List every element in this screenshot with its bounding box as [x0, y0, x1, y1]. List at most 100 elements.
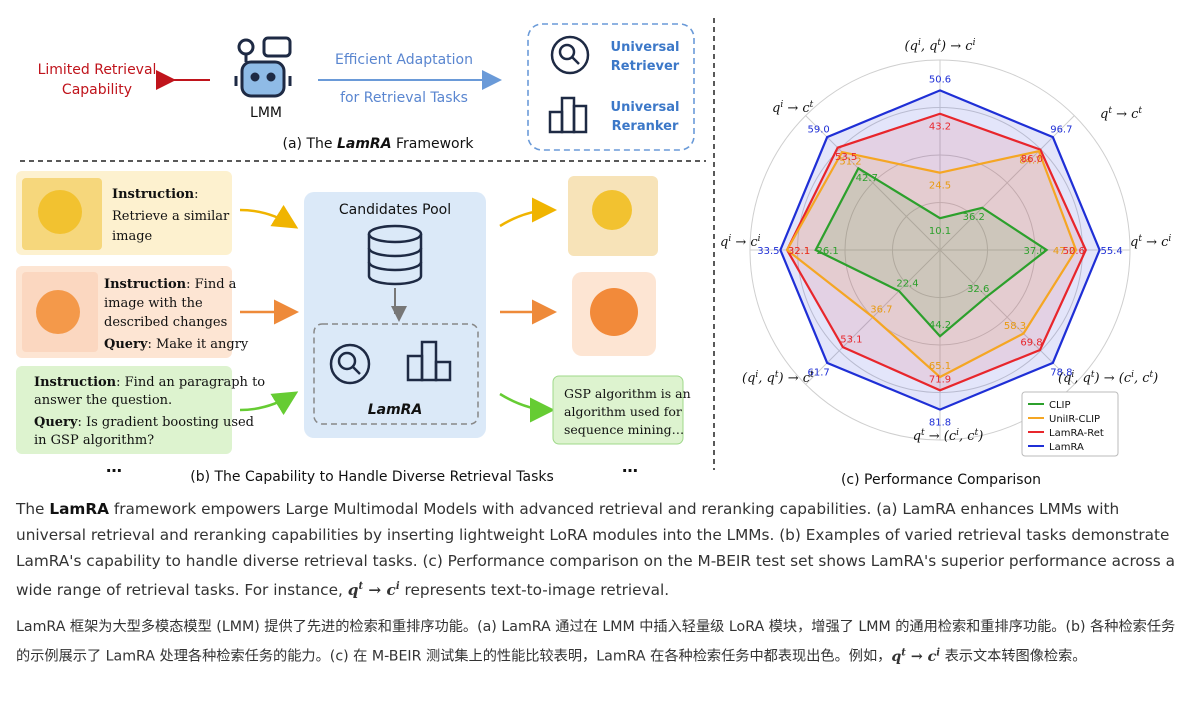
axis-label: (qi, qt) → ct — [742, 370, 814, 386]
ellipsis-left: … — [106, 457, 122, 476]
limited-line2: Capability — [62, 82, 132, 98]
caption-chinese: LamRA 框架为大型多模态模型 (LMM) 提供了先进的检索和重排序功能。(a… — [16, 619, 1176, 665]
data-label: 47.2 — [1053, 246, 1075, 257]
grid-spoke — [939, 249, 1075, 385]
retriever-icon-small — [329, 343, 371, 385]
axis-label: qt → ct — [1100, 106, 1142, 122]
data-label: 55.4 — [1100, 246, 1122, 257]
data-label: 10.1 — [929, 226, 951, 237]
panel-b: Instruction: Retrieve a similar image In… — [16, 171, 691, 485]
arrow-yellow-out — [499, 197, 557, 228]
database-icon — [367, 224, 423, 286]
example-2-label: Instruction: Find a — [104, 277, 237, 292]
data-label: 43.2 — [929, 122, 951, 133]
axis-label: (qi, qt) → ci — [905, 38, 976, 54]
legend-label: CLIP — [1049, 400, 1071, 411]
panel-a: Limited Retrieval Capability LMM Efficie… — [38, 23, 695, 152]
math-inline: qt → ci — [347, 581, 400, 600]
example-1-text1: Retrieve a similar — [112, 209, 230, 224]
result-3-box — [552, 375, 684, 445]
data-label: 86.0 — [1021, 154, 1043, 165]
panel-b-caption: (b) The Capability to Handle Diverse Ret… — [190, 469, 554, 485]
data-label: 78.8 — [1050, 367, 1072, 378]
reranker-icon — [548, 96, 588, 134]
data-label: 69.8 — [1020, 337, 1042, 348]
data-label: 96.7 — [1050, 125, 1072, 136]
data-label: 42.7 — [856, 173, 878, 184]
data-label: 22.4 — [896, 278, 918, 289]
data-label: 32.6 — [967, 284, 989, 295]
data-label: 26.1 — [817, 246, 839, 257]
example-1-text2: image — [112, 229, 153, 244]
figure: Limited Retrieval Capability LMM Efficie… — [16, 18, 1171, 488]
lamra-box — [313, 323, 479, 425]
axis-label: qt → ci — [1130, 234, 1171, 250]
data-label: 36.2 — [963, 212, 985, 223]
data-label: 44.2 — [929, 320, 951, 331]
example-3-label: Instruction: Find an paragraph to — [34, 375, 265, 390]
reranker-line2: Reranker — [612, 119, 679, 134]
ellipsis-right: … — [622, 457, 638, 476]
series-lamra-ret — [785, 112, 1087, 392]
caption-english: The LamRA framework empowers Large Multi… — [16, 500, 1175, 600]
data-label: 65.1 — [929, 361, 951, 372]
axis-label: (qi, qt) → (ci, ct) — [1058, 370, 1158, 386]
grid-spoke — [939, 115, 1075, 251]
axis-label: qt → (ci, ct) — [913, 428, 984, 444]
example-3-box — [16, 366, 232, 454]
example-2-text2: described changes — [104, 315, 227, 330]
result-3-line2: algorithm used for — [564, 404, 682, 419]
lamra-label: LamRA — [368, 402, 423, 418]
data-label: 71.9 — [929, 374, 951, 385]
result-3-line3: sequence mining… — [564, 422, 684, 437]
data-label: 59.0 — [808, 125, 830, 136]
math-inline-zh: qt → ci — [891, 647, 941, 665]
example-3-text1: answer the question. — [34, 393, 172, 408]
example-2-query: Query: Make it angry — [104, 337, 249, 352]
radar-chart: 10.1 36.2 37.0 32.6 44.2 22.4 26.1 42.7 24.5 84.7… — [720, 38, 1171, 457]
candidates-pool-label: Candidates Pool — [339, 202, 451, 218]
series-clip — [814, 166, 1049, 338]
adapt-line1: Efficient Adaptation — [335, 52, 473, 68]
retriever-icon — [550, 35, 590, 75]
data-label: 50.6 — [929, 74, 951, 85]
axis-label: qi → ci — [720, 234, 761, 250]
result-3-line1: GSP algorithm is an — [564, 386, 691, 401]
reranker-icon-small — [406, 340, 452, 382]
data-label: 24.5 — [929, 181, 951, 192]
arrow-green-out — [499, 392, 555, 423]
data-label: 32.1 — [788, 246, 810, 257]
charmander-icon — [36, 290, 80, 334]
data-label: 51.2 — [839, 157, 861, 168]
data-label: 58.3 — [1004, 321, 1026, 332]
example-2-text1: image with the — [104, 296, 203, 311]
data-label: 53.1 — [840, 335, 862, 346]
data-label: 36.7 — [870, 305, 892, 316]
panel-a-caption: (a) The LamRA Framework — [283, 136, 475, 152]
data-label: 81.8 — [929, 418, 951, 429]
retriever-line1: Universal — [611, 40, 680, 55]
example-3-query: Query: Is gradient boosting used — [34, 415, 254, 430]
data-label: 32.1 — [788, 246, 810, 257]
result-charmander-icon — [590, 288, 638, 336]
retriever-line2: Retriever — [611, 59, 680, 74]
lmm-label: LMM — [250, 105, 282, 121]
legend-label: UniIR-CLIP — [1049, 414, 1100, 425]
data-label: 53.5 — [835, 152, 857, 163]
example-3-query2: in GSP algorithm? — [34, 433, 154, 448]
arrow-yellow-in — [239, 204, 299, 229]
data-label: 33.5 — [757, 246, 779, 257]
example-1-label: Instruction: — [112, 187, 199, 202]
legend-label: LamRA — [1049, 442, 1084, 453]
panel-c-caption: (c) Performance Comparison — [841, 472, 1041, 488]
result-pikachu-icon — [592, 190, 632, 230]
grid-spoke — [805, 115, 941, 251]
data-label: 84.7 — [1019, 156, 1041, 167]
limited-line1: Limited Retrieval — [38, 62, 157, 78]
pikachu-icon — [38, 190, 82, 234]
axis-label: qi → ct — [772, 100, 814, 116]
legend-label: LamRA-Ret — [1049, 428, 1104, 439]
data-label: 37.0 — [1023, 246, 1045, 257]
adapt-line2: for Retrieval Tasks — [340, 90, 468, 106]
series-uniir-clip — [785, 149, 1078, 379]
